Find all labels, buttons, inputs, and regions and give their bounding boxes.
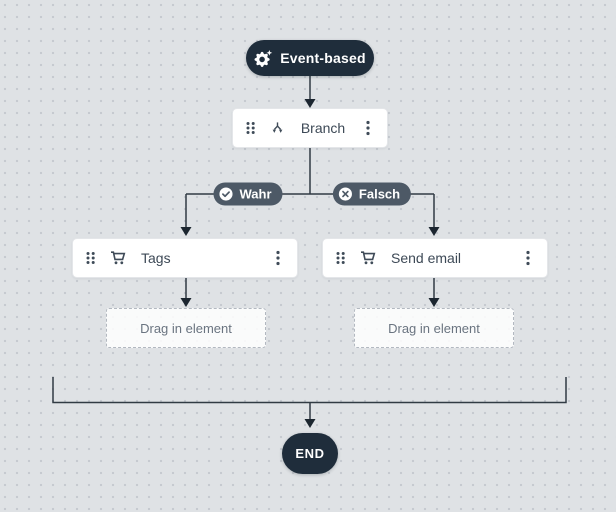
- node-send-email[interactable]: Send email: [322, 238, 548, 278]
- node-label: Branch: [300, 120, 346, 136]
- node-event-based-trigger[interactable]: Event-based: [246, 40, 374, 76]
- node-label: Event-based: [280, 50, 366, 66]
- node-tags[interactable]: Tags: [72, 238, 298, 278]
- edge-label-false: Falsch: [332, 182, 412, 206]
- dropzone-label: Drag in element: [388, 320, 480, 336]
- branch-icon: [270, 121, 285, 136]
- node-end[interactable]: END: [282, 433, 338, 474]
- dropzone-right[interactable]: Drag in element: [354, 308, 514, 348]
- drag-handle-icon[interactable]: [335, 250, 346, 266]
- edge-label-true: Wahr: [213, 182, 283, 206]
- node-label: Send email: [391, 250, 462, 266]
- node-label: END: [295, 446, 325, 461]
- check-circle-icon: [218, 187, 233, 202]
- node-label: Tags: [141, 250, 171, 266]
- dropzone-left[interactable]: Drag in element: [106, 308, 266, 348]
- cart-icon: [110, 250, 127, 266]
- drag-handle-icon[interactable]: [245, 120, 256, 136]
- drag-handle-icon[interactable]: [85, 250, 96, 266]
- cart-icon: [360, 250, 377, 266]
- edge-label-text: Falsch: [358, 186, 401, 202]
- gear-sparkle-icon: [254, 49, 273, 67]
- edge-label-text: Wahr: [239, 186, 272, 202]
- kebab-menu-icon[interactable]: [271, 250, 285, 266]
- kebab-menu-icon[interactable]: [521, 250, 535, 266]
- x-circle-icon: [338, 187, 353, 202]
- dropzone-label: Drag in element: [140, 320, 232, 336]
- node-branch[interactable]: Branch: [232, 108, 388, 148]
- kebab-menu-icon[interactable]: [361, 120, 375, 136]
